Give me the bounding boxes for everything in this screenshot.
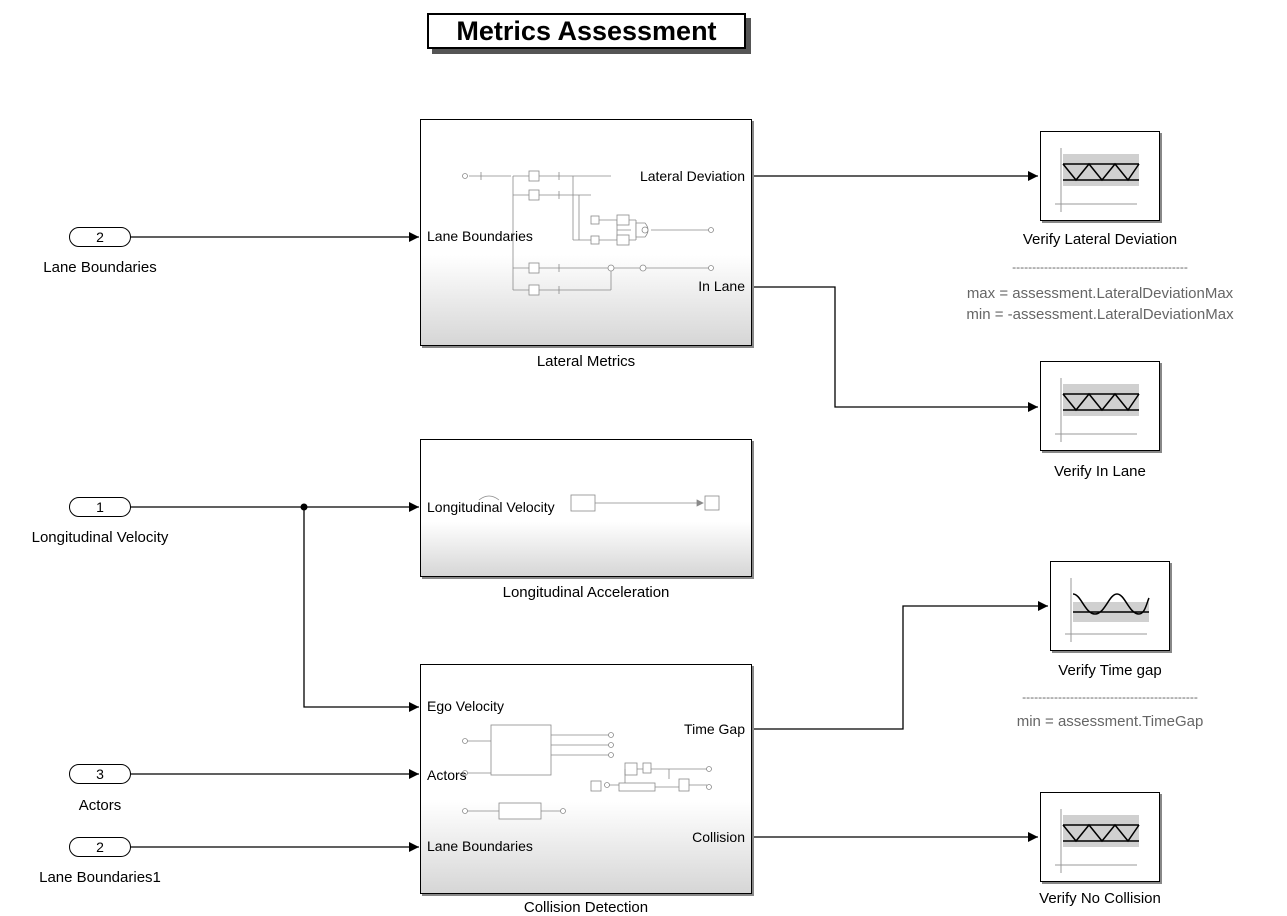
verify-separator: ----------------------------------------… bbox=[1022, 690, 1198, 704]
assertion-icon bbox=[1055, 378, 1140, 442]
inport-actors[interactable]: 3 bbox=[69, 764, 131, 784]
inport-number: 2 bbox=[96, 839, 104, 855]
wire-time-gap bbox=[752, 601, 1048, 730]
inport-number: 1 bbox=[96, 499, 104, 515]
inport-number: 3 bbox=[96, 766, 104, 782]
port-in: Longitudinal Velocity bbox=[427, 499, 555, 515]
subsystem-label: Longitudinal Acceleration bbox=[502, 584, 670, 601]
port-in: Ego Velocity bbox=[427, 698, 505, 714]
subsystem-preview bbox=[462, 724, 712, 820]
inport-lane-boundaries[interactable]: 2 bbox=[69, 227, 131, 247]
inport-lane-boundaries1[interactable]: 2 bbox=[69, 837, 131, 857]
verify-no-collision-block[interactable] bbox=[1040, 792, 1160, 882]
inport-label: Actors bbox=[78, 797, 122, 814]
subsystem-preview bbox=[462, 170, 714, 296]
subsystem-lateral-metrics[interactable]: Lane Boundaries Lateral Deviation In Lan… bbox=[420, 119, 752, 346]
verify-label: Verify In Lane bbox=[1054, 463, 1146, 480]
subsystem-collision-detection[interactable]: Ego Velocity Actors Lane Boundaries Time… bbox=[420, 664, 752, 894]
verify-label: Verify Lateral Deviation bbox=[1022, 231, 1178, 248]
verify-time-gap-block[interactable] bbox=[1050, 561, 1170, 651]
port-out: Collision bbox=[692, 829, 745, 845]
assertion-icon bbox=[1055, 148, 1140, 212]
verify-lateral-deviation-block[interactable] bbox=[1040, 131, 1160, 221]
inport-label: Longitudinal Velocity bbox=[31, 529, 169, 546]
inport-label: Lane Boundaries1 bbox=[39, 869, 161, 886]
verify-param: min = assessment.TimeGap bbox=[1016, 713, 1204, 730]
wire-ego-velocity bbox=[303, 507, 419, 712]
subsystem-preview bbox=[478, 494, 720, 512]
port-out: In Lane bbox=[698, 278, 745, 294]
verify-param: max = assessment.LateralDeviationMax bbox=[966, 285, 1234, 302]
port-in: Actors bbox=[427, 767, 467, 783]
wire-in-lane bbox=[752, 286, 1038, 412]
subsystem-label: Lateral Metrics bbox=[536, 353, 636, 370]
port-out: Time Gap bbox=[684, 721, 745, 737]
assertion-icon bbox=[1065, 578, 1150, 642]
inport-number: 2 bbox=[96, 229, 104, 245]
verify-param: min = -assessment.LateralDeviationMax bbox=[966, 306, 1234, 323]
port-in: Lane Boundaries bbox=[427, 838, 533, 854]
verify-in-lane-block[interactable] bbox=[1040, 361, 1160, 451]
diagram-title[interactable]: Metrics Assessment bbox=[427, 13, 746, 49]
assertion-icon bbox=[1055, 809, 1140, 873]
subsystem-longitudinal-acceleration[interactable]: Longitudinal Velocity bbox=[420, 439, 752, 577]
inport-label: Lane Boundaries bbox=[43, 259, 157, 276]
branch-point bbox=[300, 503, 308, 511]
verify-separator: ----------------------------------------… bbox=[1012, 260, 1188, 274]
verify-label: Verify No Collision bbox=[1039, 890, 1161, 907]
port-out: Lateral Deviation bbox=[639, 168, 745, 184]
verify-label: Verify Time gap bbox=[1058, 662, 1162, 679]
port-in: Lane Boundaries bbox=[427, 228, 533, 244]
subsystem-label: Collision Detection bbox=[523, 899, 649, 916]
inport-longitudinal-velocity[interactable]: 1 bbox=[69, 497, 131, 517]
